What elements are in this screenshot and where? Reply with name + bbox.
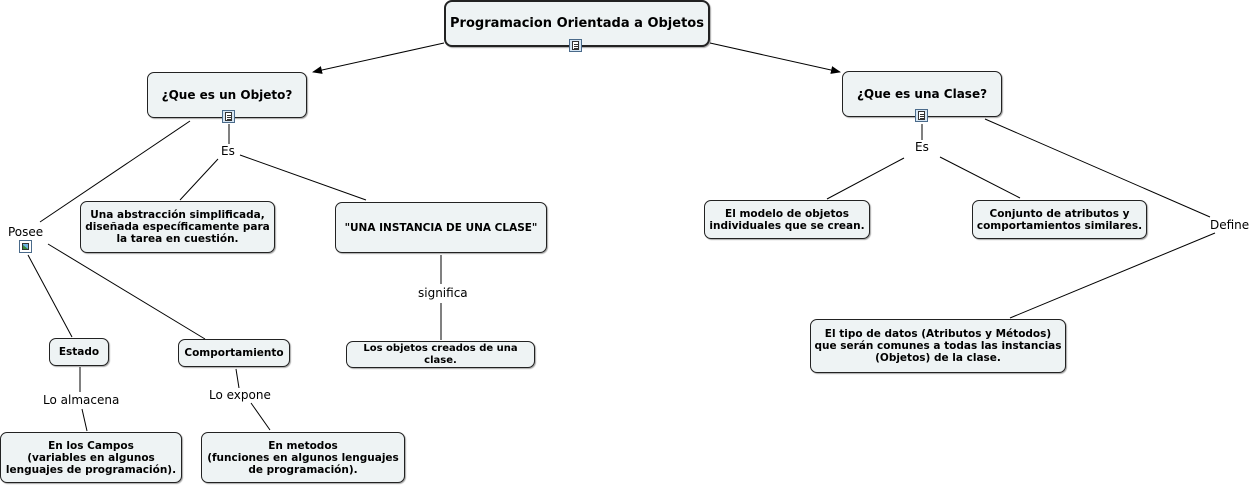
node-campos[interactable]: En los Campos (variables en algunos leng… — [0, 432, 182, 483]
node-que-es-clase[interactable]: ¿Que es una Clase? — [842, 71, 1002, 117]
node-instancia[interactable]: "UNA INSTANCIA DE UNA CLASE" — [335, 202, 547, 253]
link-root-clase — [709, 42, 841, 74]
node-estado[interactable]: Estado — [49, 338, 109, 366]
node-abstraccion[interactable]: Una abstracción simplificada, diseñada e… — [80, 201, 275, 253]
link-label-es-clase: Es — [914, 140, 930, 154]
link-label-posee: Posee — [7, 225, 45, 239]
document-icon[interactable] — [569, 39, 582, 52]
node-conjunto[interactable]: Conjunto de atributos y comportamientos … — [972, 200, 1147, 239]
node-tipo-datos[interactable]: El tipo de datos (Atributos y Métodos) q… — [810, 319, 1066, 373]
link-label-significa: significa — [417, 286, 469, 300]
image-icon[interactable] — [19, 240, 32, 253]
document-icon[interactable] — [915, 109, 928, 122]
link-label-lo-almacena: Lo almacena — [42, 393, 121, 407]
node-metodos[interactable]: En metodos (funciones en algunos lenguaj… — [201, 432, 405, 483]
node-modelo[interactable]: El modelo de objetos individuales que se… — [704, 200, 870, 239]
node-objetos-creados[interactable]: Los objetos creados de una clase. — [346, 341, 535, 368]
link-root-objeto — [312, 42, 445, 74]
link-label-define: Define — [1209, 218, 1251, 232]
document-icon[interactable] — [222, 110, 235, 123]
node-comportamiento[interactable]: Comportamiento — [178, 339, 290, 367]
link-label-lo-expone: Lo expone — [208, 388, 272, 402]
link-label-es-objeto: Es — [220, 144, 236, 158]
